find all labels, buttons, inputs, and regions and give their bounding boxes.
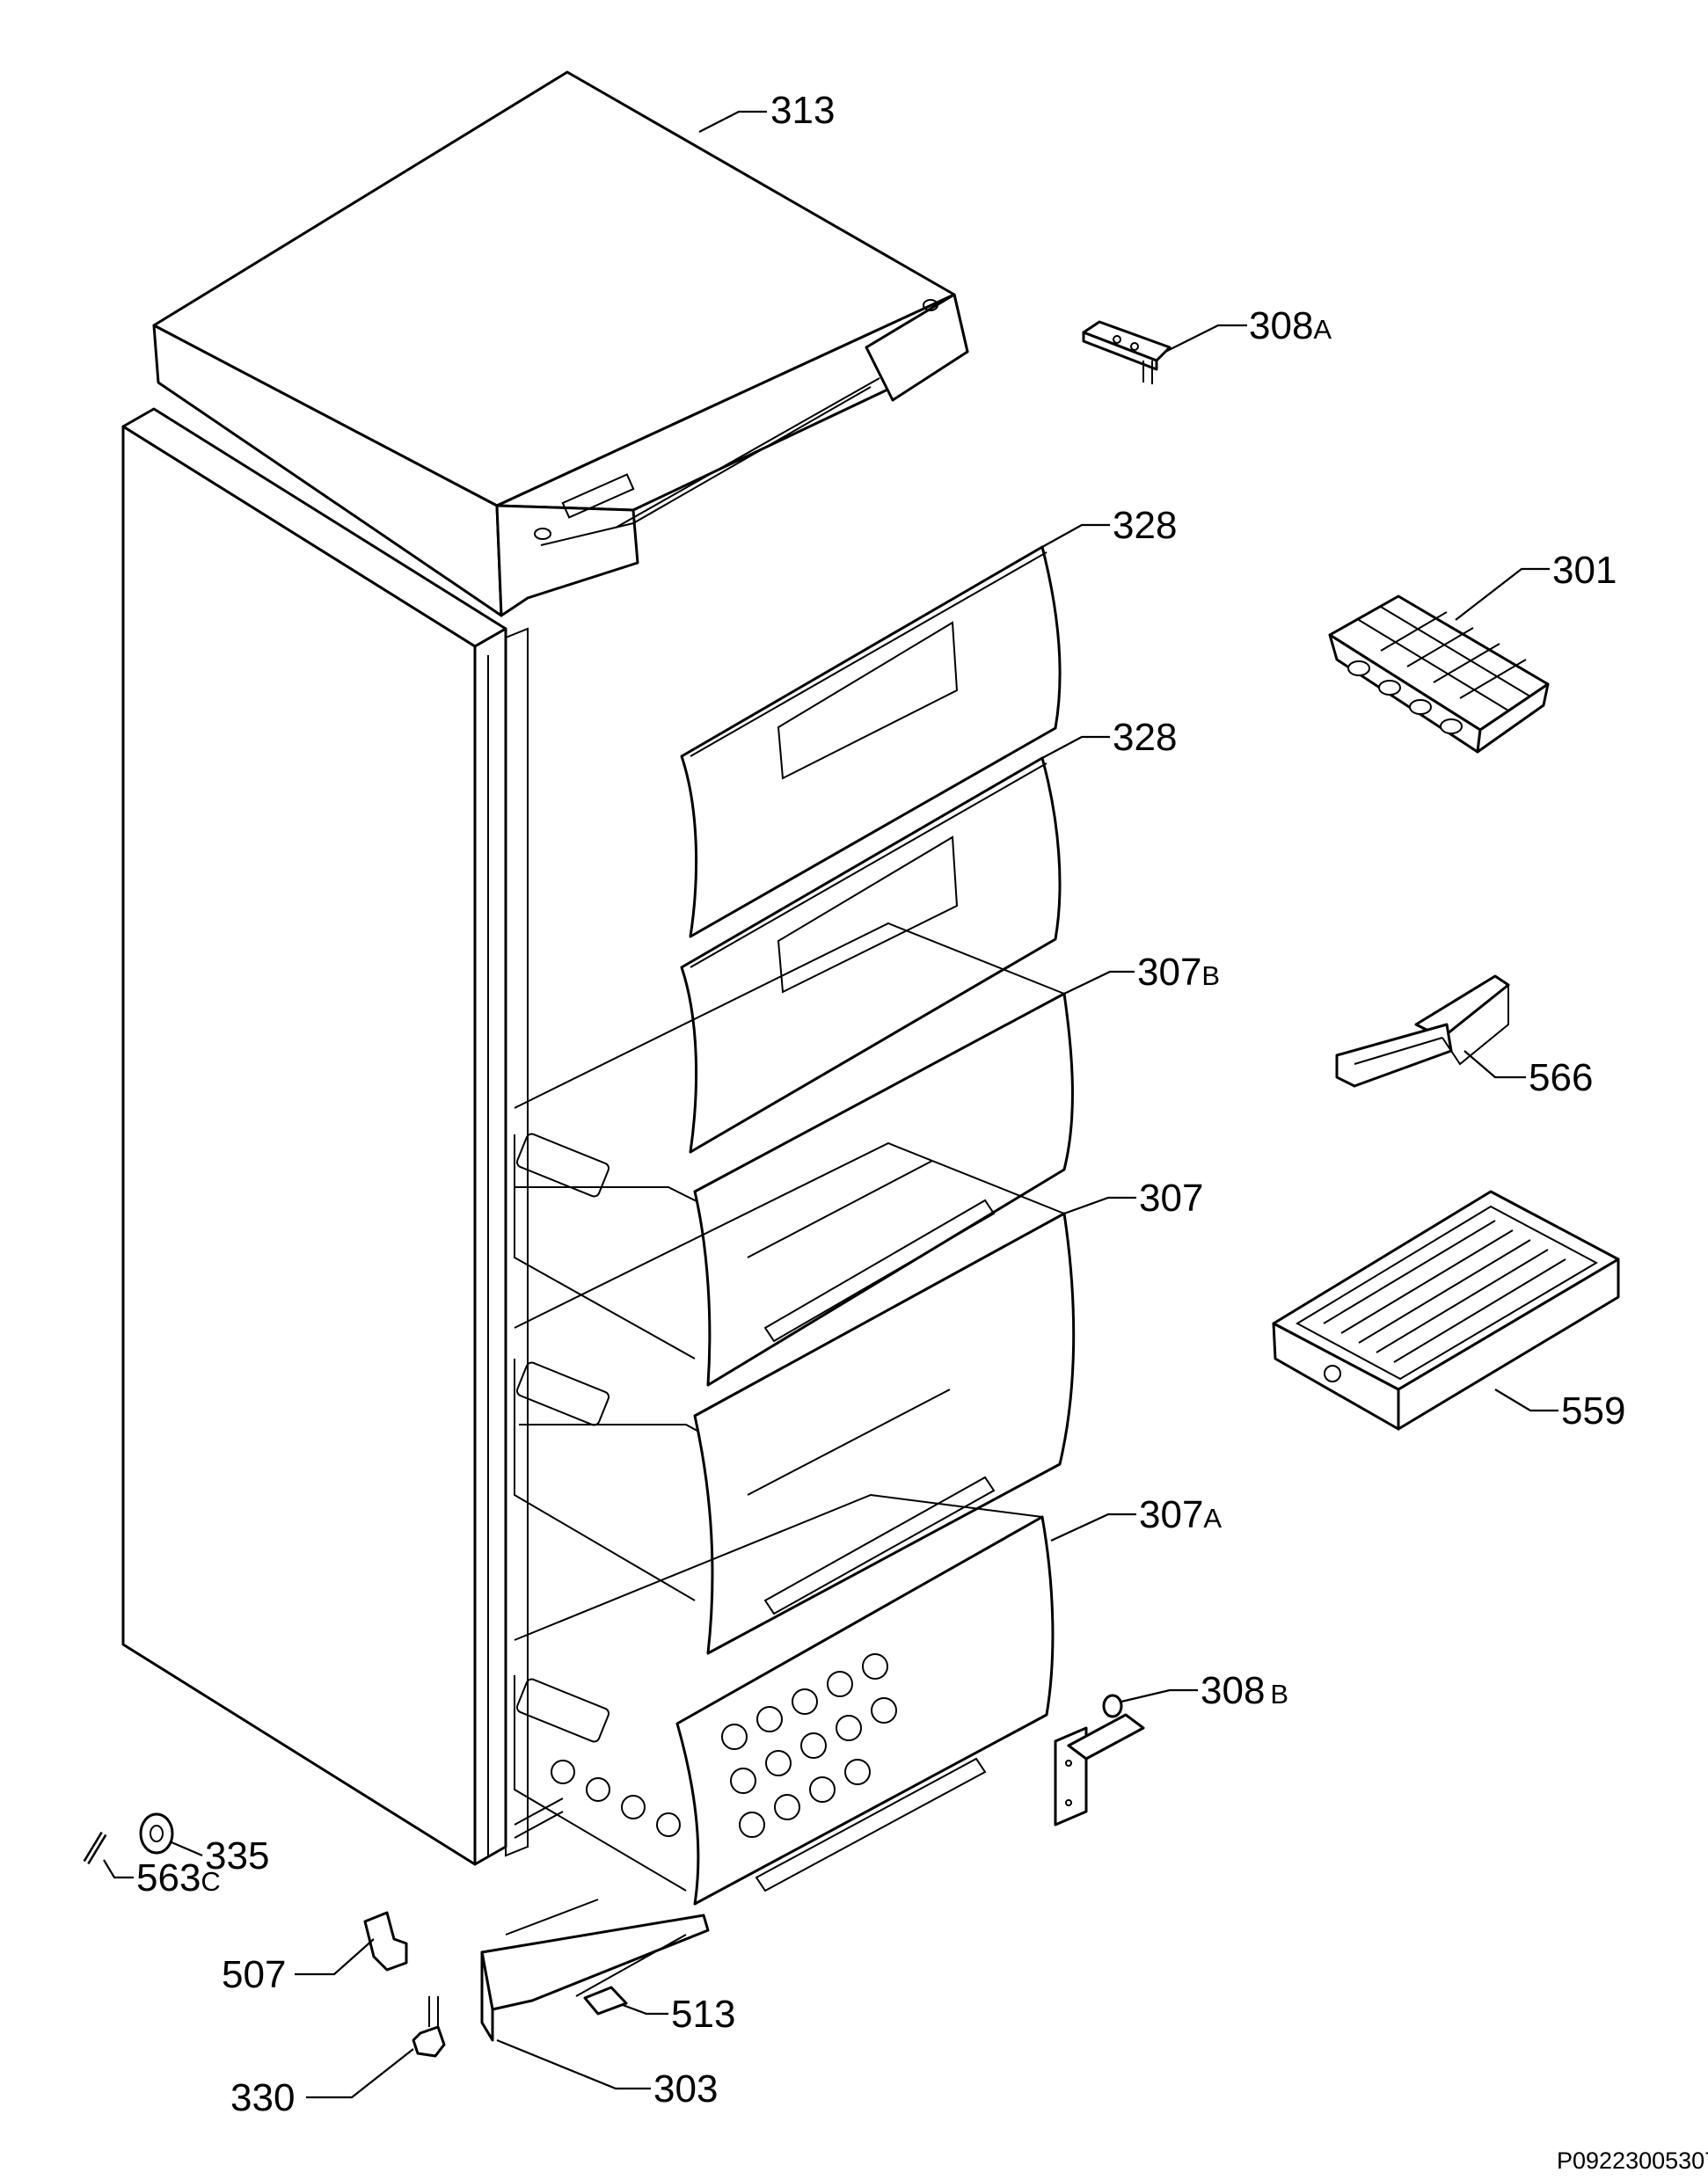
freezer-flap-lower — [680, 756, 1062, 1154]
pin-563c — [83, 1831, 107, 1865]
ice-cube-tray — [1328, 594, 1550, 754]
freezer-flap-upper — [680, 545, 1062, 938]
label-307a: 307A — [1139, 1493, 1222, 1536]
drawer-lower — [514, 1493, 1055, 1906]
label-559: 559 — [1561, 1389, 1625, 1433]
label-566: 566 — [1529, 1056, 1593, 1099]
label-307: 307 — [1139, 1177, 1203, 1220]
diagram-code: P09223005307 — [1557, 2147, 1708, 2174]
label-328-upper: 328 — [1113, 504, 1177, 547]
label-507: 507 — [222, 1953, 286, 1996]
label-335: 335 — [205, 1834, 269, 1877]
spacer-335 — [139, 1812, 174, 1855]
label-513: 513 — [671, 1993, 735, 2036]
drawer-upper — [514, 922, 1074, 1387]
cabinet-body — [121, 407, 564, 1866]
label-563c: 563C — [136, 1856, 221, 1899]
top-cover — [152, 70, 969, 617]
label-307b: 307B — [1137, 951, 1220, 994]
drawer-middle — [514, 1141, 1076, 1655]
glide-513 — [583, 1986, 628, 2016]
label-308a: 308A — [1249, 304, 1332, 347]
lower-hinge — [1054, 1694, 1145, 1826]
kick-plate — [480, 1899, 710, 2042]
egg-tray-cells — [551, 1653, 897, 1838]
leader-lines — [103, 110, 1558, 2099]
label-330: 330 — [230, 2076, 295, 2119]
clip-507 — [363, 1911, 408, 1972]
label-301: 301 — [1552, 549, 1617, 592]
label-303: 303 — [653, 2067, 718, 2111]
cold-accumulator-tray — [1272, 1190, 1620, 1431]
upper-hinge — [1082, 320, 1172, 384]
label-328-lower: 328 — [1113, 716, 1177, 759]
label-313: 313 — [770, 89, 835, 132]
ice-scraper — [1335, 974, 1510, 1088]
adjustable-foot-330 — [412, 1996, 446, 2058]
part-labels: 313 308A 328 301 328 307B 566 307 559 30… — [136, 89, 1625, 2119]
